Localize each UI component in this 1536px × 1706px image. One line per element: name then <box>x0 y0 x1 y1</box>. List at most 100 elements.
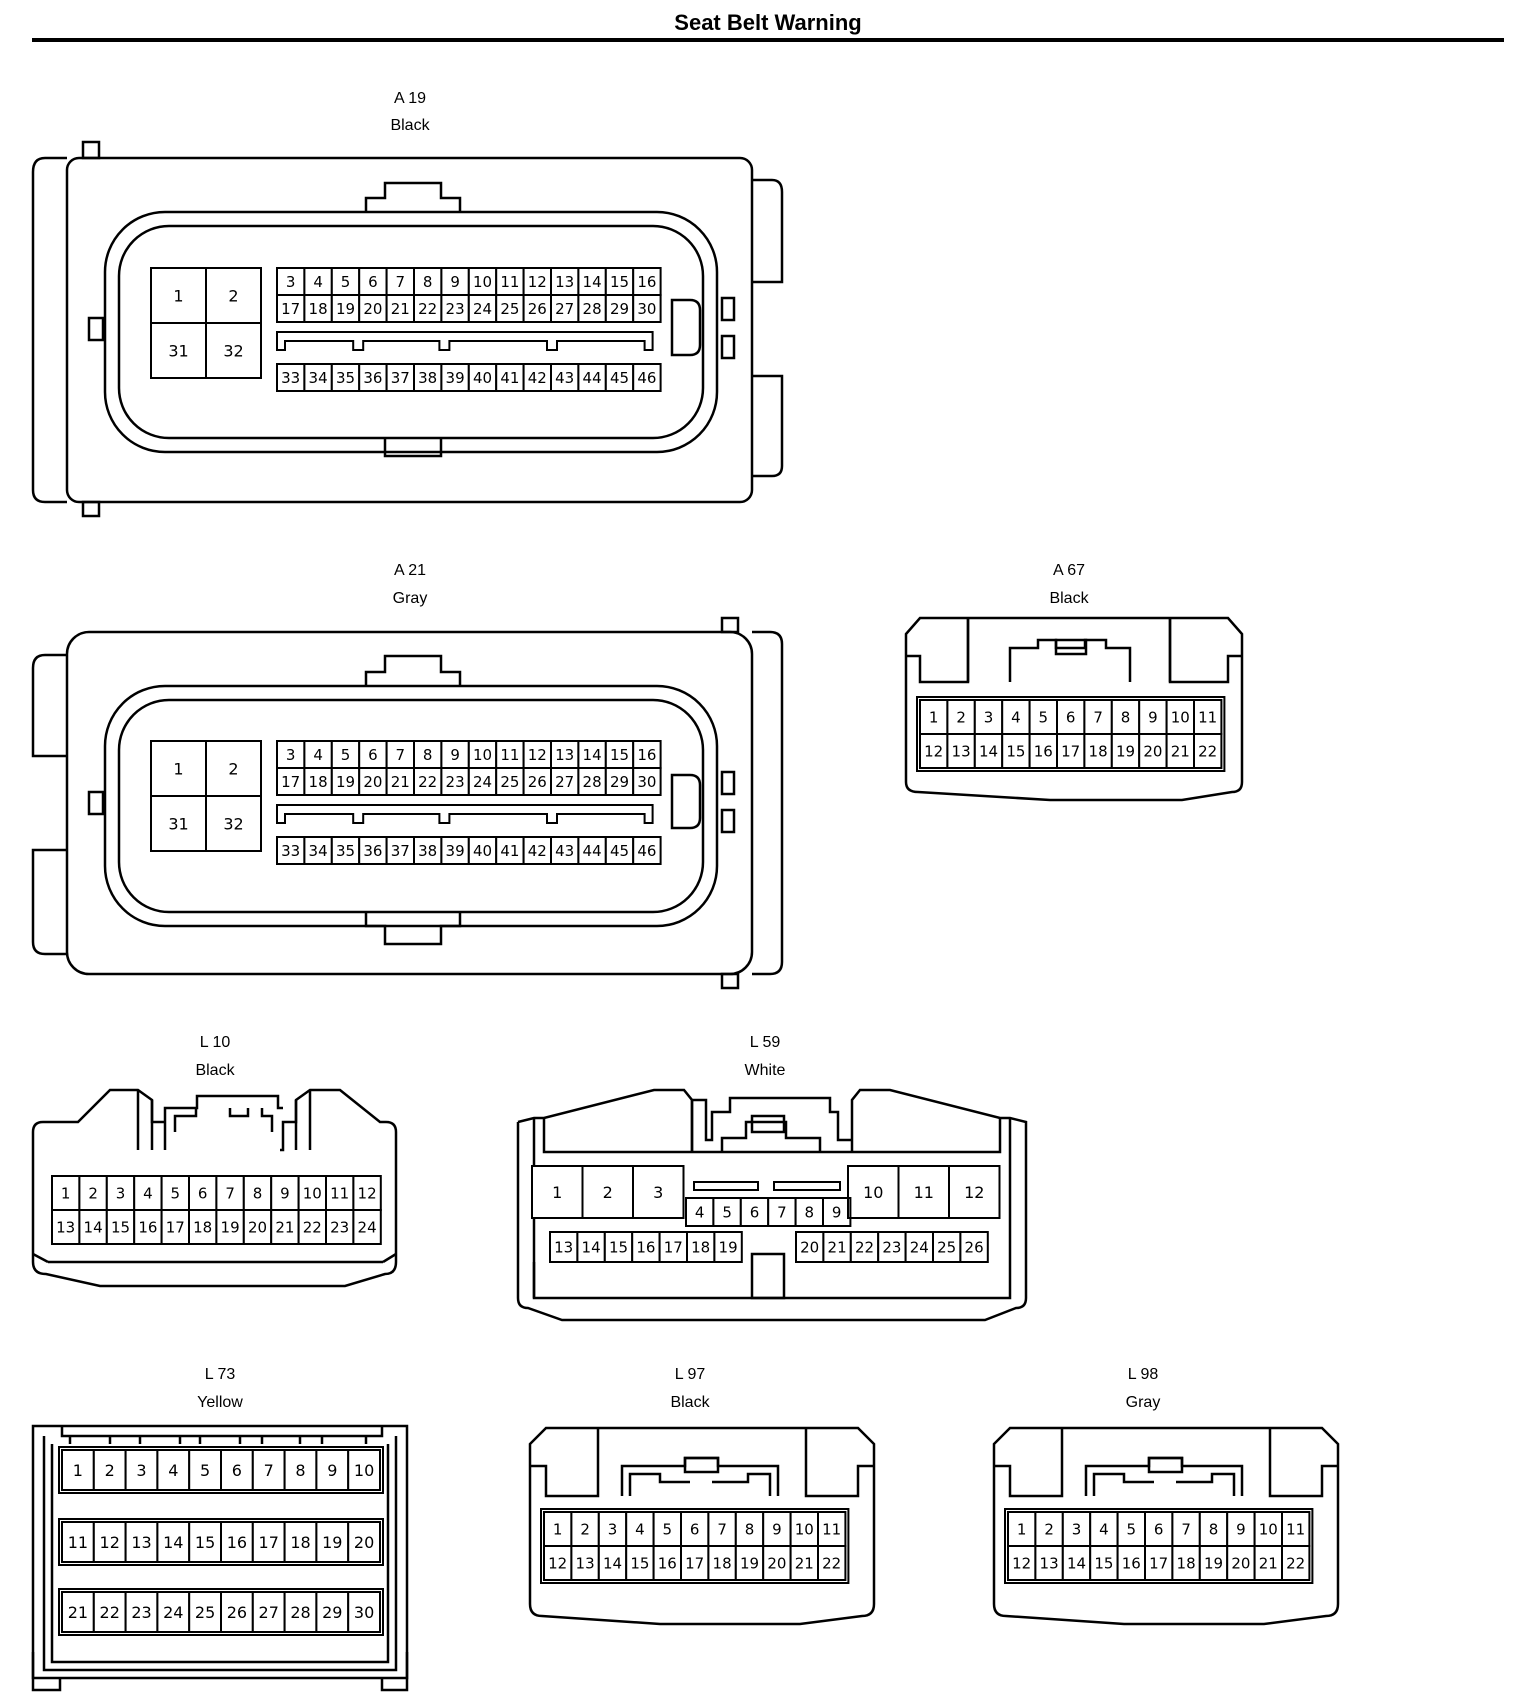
pin-l73-22: 22 <box>100 1603 120 1622</box>
pin-cavity <box>1171 1545 1201 1581</box>
pin-cavity <box>577 363 607 392</box>
pin-cavity <box>413 363 443 392</box>
connector-id-a21: A 21 <box>393 562 427 579</box>
pin-a21-20: 20 <box>363 773 382 791</box>
pin-cavity <box>632 294 662 323</box>
pin-l98-11: 11 <box>1286 1520 1305 1538</box>
pin-l98-5: 5 <box>1127 1520 1137 1538</box>
pin-cavity <box>932 1231 962 1263</box>
pin-a67-17: 17 <box>1061 742 1080 760</box>
page-title: Seat Belt Warning <box>674 10 862 35</box>
pin-a21-34: 34 <box>309 842 328 860</box>
pin-l10-3: 3 <box>116 1184 126 1202</box>
pin-a21-11: 11 <box>500 746 519 764</box>
pin-a19-41: 41 <box>500 369 519 387</box>
pin-cavity <box>385 363 416 392</box>
pin-a19-44: 44 <box>583 369 602 387</box>
pin-row-frame <box>58 1446 384 1494</box>
pin-cavity <box>973 699 1004 735</box>
pin-l10-6: 6 <box>198 1184 208 1202</box>
pin-cavity <box>597 1511 628 1547</box>
pin-a19-28: 28 <box>583 300 602 318</box>
pin-l10-24: 24 <box>358 1218 377 1236</box>
connector-color-l73: Yellow <box>197 1394 243 1411</box>
pin-l59-7: 7 <box>777 1203 787 1221</box>
pin-cavity <box>150 795 207 852</box>
pin-l59-14: 14 <box>582 1238 601 1256</box>
pin-a19-17: 17 <box>281 300 300 318</box>
pin-cavity <box>767 1197 797 1227</box>
pin-cavity <box>205 322 262 379</box>
pin-l97-3: 3 <box>608 1520 618 1538</box>
connector-id-l59: L 59 <box>749 1034 781 1051</box>
pin-l59-20: 20 <box>800 1238 819 1256</box>
connector-l98-housing <box>992 1426 1340 1626</box>
pin-cavity <box>358 267 388 296</box>
pin-cavity <box>347 1591 382 1633</box>
pin-cavity <box>604 740 635 769</box>
pin-l97-21: 21 <box>795 1554 814 1572</box>
connector-a67-housing <box>904 616 1244 802</box>
pin-l73-7: 7 <box>264 1461 274 1480</box>
pin-cavity <box>734 1511 765 1547</box>
pin-l10-5: 5 <box>171 1184 181 1202</box>
pin-a21-43: 43 <box>555 842 574 860</box>
pin-cavity <box>713 1231 743 1263</box>
pin-l98-20: 20 <box>1231 1554 1250 1572</box>
pin-a21-17: 17 <box>281 773 300 791</box>
pin-cavity <box>467 363 498 392</box>
title-rule <box>32 38 1504 42</box>
pin-a21-25: 25 <box>500 773 519 791</box>
connector-color-a19: Black <box>390 117 430 134</box>
pin-a19-3: 3 <box>286 273 296 291</box>
pin-l98-7: 7 <box>1181 1520 1191 1538</box>
pin-l98-3: 3 <box>1072 1520 1082 1538</box>
pin-cavity <box>352 1209 382 1245</box>
pin-a67-14: 14 <box>979 742 998 760</box>
pin-l10-22: 22 <box>303 1218 322 1236</box>
pin-l59-22: 22 <box>855 1238 874 1256</box>
pin-a21-19: 19 <box>336 773 355 791</box>
pin-a21-41: 41 <box>500 842 519 860</box>
pin-a19-32: 32 <box>223 341 243 360</box>
pin-a19-24: 24 <box>473 300 492 318</box>
pin-l97-20: 20 <box>767 1554 786 1572</box>
pin-a19-6: 6 <box>368 273 378 291</box>
pin-a21-15: 15 <box>610 746 629 764</box>
pin-cavity <box>352 1175 382 1211</box>
pin-cavity <box>603 1231 634 1263</box>
pin-cavity <box>531 1165 584 1219</box>
pin-l59-10: 10 <box>863 1183 883 1202</box>
pin-cavity <box>92 1591 127 1633</box>
pin-a21-10: 10 <box>473 746 492 764</box>
pin-cavity <box>205 795 262 852</box>
pin-cavity <box>188 1591 222 1633</box>
pin-a67-5: 5 <box>1039 708 1049 726</box>
connector-id-a67: A 67 <box>1052 562 1086 579</box>
pin-l10-20: 20 <box>248 1218 267 1236</box>
pin-cavity <box>522 267 552 296</box>
pin-l73-20: 20 <box>354 1533 374 1552</box>
pin-a21-31: 31 <box>168 814 188 833</box>
pin-cavity <box>156 1591 191 1633</box>
pin-l59-9: 9 <box>832 1203 842 1221</box>
pin-a19-25: 25 <box>500 300 519 318</box>
pin-l97-18: 18 <box>713 1554 732 1572</box>
connector-color-l59: White <box>744 1062 786 1079</box>
pin-cavity <box>188 1175 218 1211</box>
pin-cavity <box>150 267 207 324</box>
pin-cavity <box>549 1231 579 1263</box>
pin-a19-29: 29 <box>610 300 629 318</box>
pin-row-frame <box>58 1518 384 1566</box>
pin-cavity <box>297 1209 328 1245</box>
pin-l97-4: 4 <box>635 1520 645 1538</box>
pin-l97-14: 14 <box>603 1554 622 1572</box>
pin-cavity <box>1001 733 1031 769</box>
pin-cavity <box>522 767 552 796</box>
pin-frame <box>540 1508 850 1584</box>
pin-l97-17: 17 <box>685 1554 704 1572</box>
